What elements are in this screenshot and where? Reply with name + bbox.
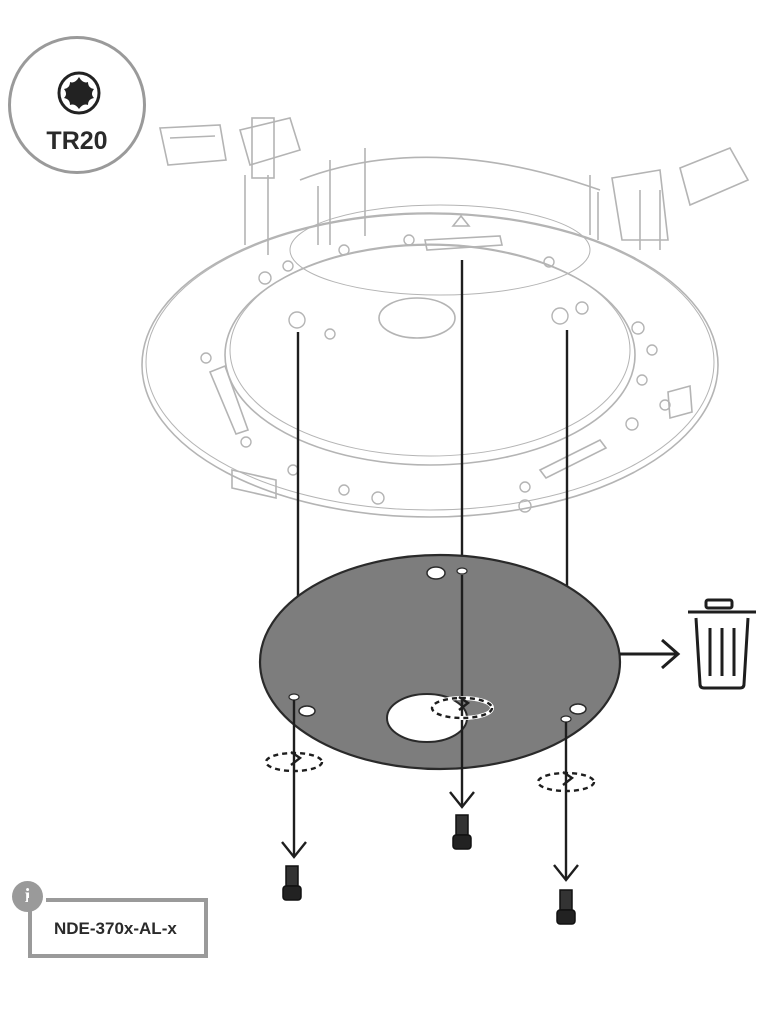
cover-plate — [258, 553, 622, 771]
arrow-right-icon — [620, 638, 681, 670]
model-box: NDE-370x-AL-x — [28, 898, 208, 958]
alignment-lines — [296, 260, 569, 596]
info-icon: i — [12, 881, 43, 912]
model-label: NDE-370x-AL-x — [54, 919, 177, 938]
screw-removal-right — [536, 722, 596, 925]
screw-icon — [452, 814, 472, 850]
screw-removal-center — [430, 575, 494, 850]
tool-label: TR20 — [46, 127, 108, 155]
trash-icon — [688, 598, 756, 690]
screw-icon — [556, 889, 576, 925]
screw-removal-left — [264, 700, 324, 901]
screw-icon — [282, 865, 302, 901]
torx-icon — [57, 71, 101, 115]
ceiling-housing — [141, 117, 750, 518]
tool-badge: TR20 — [8, 36, 146, 174]
